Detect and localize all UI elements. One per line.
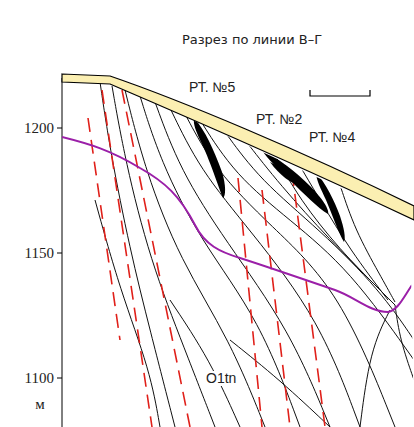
fault-line (262, 190, 290, 427)
fault-line (238, 178, 262, 427)
section-title: Разрез по линии В–Г (182, 33, 322, 47)
fault-line (102, 90, 152, 427)
fault-line (292, 172, 325, 427)
formation-label: O1tn (205, 371, 237, 386)
axis-tick (57, 378, 62, 379)
stratum-line (395, 305, 414, 380)
stratum-line (170, 108, 360, 427)
elevation-label: 1100 (25, 370, 54, 387)
axis-tick (57, 128, 62, 129)
stratum-line (170, 300, 240, 427)
scale-bar (310, 90, 370, 96)
elevation-label: 1150 (25, 245, 54, 262)
boundary-line (62, 137, 412, 312)
elevation-label: 1200 (24, 120, 54, 137)
axis-tick (57, 253, 62, 254)
unit-label: м (35, 396, 45, 413)
callout-label: РТ. №5 (188, 80, 236, 95)
stratum-line (155, 102, 330, 427)
ore-body (270, 162, 298, 184)
fault-line (122, 90, 190, 427)
stratum-line (100, 82, 175, 427)
stratum-line (360, 310, 390, 427)
callout-label: РТ. №4 (308, 130, 356, 145)
surface-band (62, 74, 414, 220)
callout-label: РТ. №2 (255, 112, 303, 127)
fault-line (88, 118, 120, 340)
